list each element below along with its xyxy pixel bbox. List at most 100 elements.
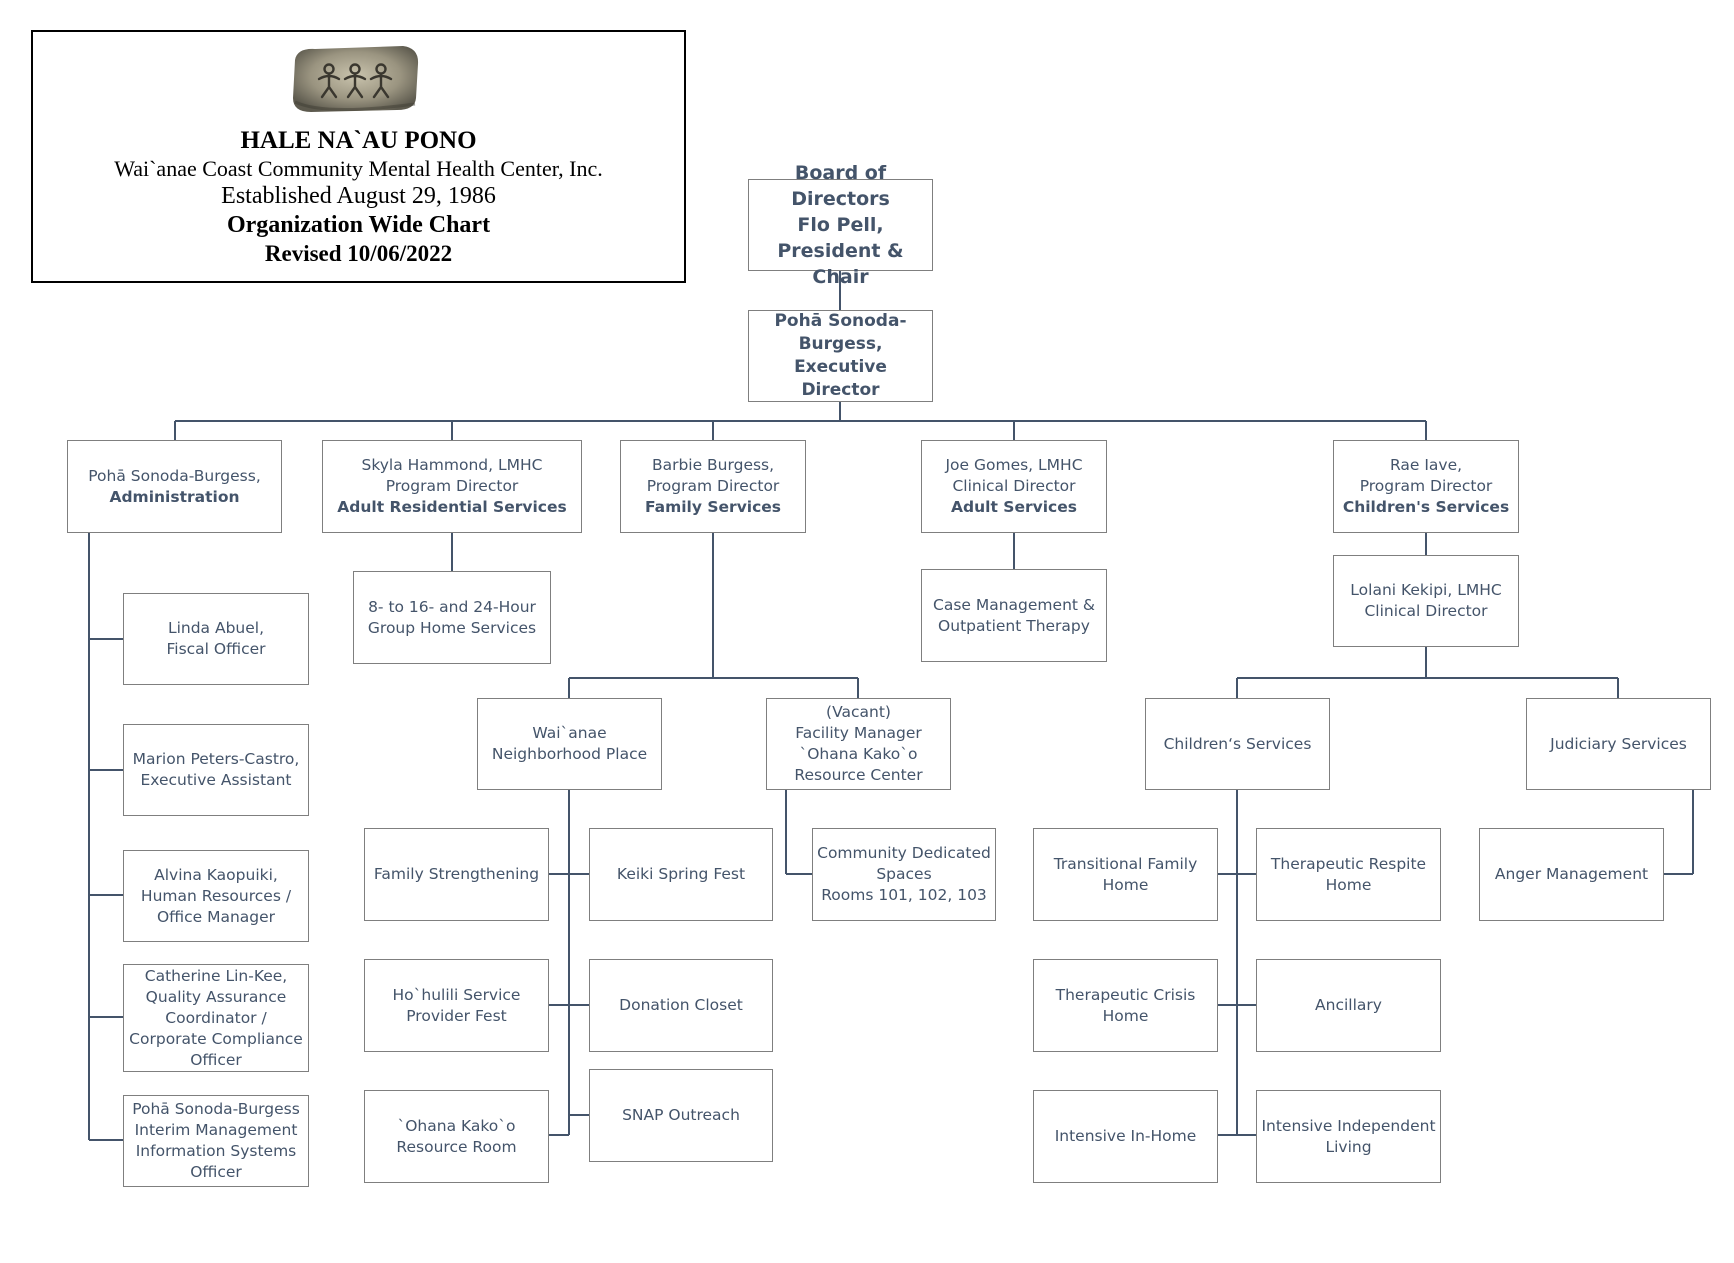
case-mgmt-line-1: Case Management & bbox=[933, 595, 1095, 614]
lolani-name: Lolani Kekipi, LMHC bbox=[1350, 581, 1502, 599]
tfh-line-1: Transitional Family bbox=[1053, 854, 1198, 873]
facility-manager-box: (Vacant) Facility Manager `Ohana Kako`o … bbox=[766, 698, 951, 790]
petroglyph-logo-icon bbox=[293, 46, 419, 112]
admin-staff-fiscal-box: Linda Abuel, Fiscal Officer bbox=[123, 593, 309, 685]
admin-name: Pohā Sonoda-Burgess, bbox=[88, 466, 261, 485]
exec-name-2: Burgess, bbox=[798, 334, 883, 354]
org-full-name: Wai`anae Coast Community Mental Health C… bbox=[114, 156, 603, 181]
facility-line-4: Resource Center bbox=[794, 766, 923, 784]
staff-line: Officer bbox=[190, 1163, 242, 1181]
family-name: Barbie Burgess, bbox=[651, 456, 775, 474]
group-home-line-2: Group Home Services bbox=[367, 618, 537, 637]
org-name: HALE NA`AU PONO bbox=[240, 127, 477, 154]
family-dept: Family Services bbox=[644, 498, 782, 516]
lolani-clinical-director-box: Lolani Kekipi, LMHC Clinical Director bbox=[1333, 555, 1519, 647]
ohana-room-line-2: Resource Room bbox=[396, 1137, 517, 1156]
donation-closet-box: Donation Closet bbox=[589, 959, 773, 1052]
facility-line-3: `Ohana Kako`o bbox=[799, 745, 918, 763]
therapeutic-respite-home-box: Therapeutic Respite Home bbox=[1256, 828, 1441, 921]
facility-line-1: (Vacant) bbox=[826, 703, 891, 721]
clinical-dept: Adult Services bbox=[951, 498, 1077, 516]
established-date: Established August 29, 1986 bbox=[221, 183, 496, 209]
intensive-independent-living-box: Intensive Independent Living bbox=[1256, 1090, 1441, 1183]
staff-line: Coordinator / bbox=[165, 1008, 267, 1027]
admin-staff-hr-box: Alvina Kaopuiki, Human Resources / Offic… bbox=[123, 850, 309, 942]
children-title: Program Director bbox=[1359, 477, 1493, 495]
exec-name-1: Pohā Sonoda- bbox=[774, 311, 907, 331]
executive-director-box: Pohā Sonoda- Burgess, Executive Director bbox=[748, 310, 933, 402]
admin-dept: Administration bbox=[109, 487, 240, 506]
childrens-services-box: Children‘s Services bbox=[1145, 698, 1330, 790]
adult-residential-box: Skyla Hammond, LMHC Program Director Adu… bbox=[322, 440, 582, 533]
staff-line: Fiscal Officer bbox=[166, 640, 266, 658]
snap-label: SNAP Outreach bbox=[622, 1106, 740, 1124]
group-home-line-1: 8- to 16- and 24-Hour bbox=[368, 597, 536, 616]
wnp-line-1: Wai`anae bbox=[532, 724, 607, 742]
staff-line: Alvina Kaopuiki, bbox=[154, 865, 278, 884]
adult-res-dept: Adult Residential Services bbox=[337, 498, 567, 516]
facility-line-2: Facility Manager bbox=[795, 724, 922, 742]
administration-box: Pohā Sonoda-Burgess, Administration bbox=[67, 440, 282, 533]
community-line-2: Spaces bbox=[876, 865, 932, 883]
admin-staff-mis-box: Pohā Sonoda-Burgess Interim Management I… bbox=[123, 1095, 309, 1187]
hohulili-line-2: Provider Fest bbox=[406, 1006, 507, 1025]
clinical-name: Joe Gomes, LMHC bbox=[945, 456, 1083, 474]
staff-line: Human Resources / bbox=[140, 886, 292, 905]
staff-line: Quality Assurance bbox=[145, 987, 287, 1006]
intensive-living-line-2: Living bbox=[1325, 1137, 1372, 1156]
keiki-label: Keiki Spring Fest bbox=[616, 865, 746, 883]
children-name: Rae Iave, bbox=[1389, 456, 1463, 474]
anger-label: Anger Management bbox=[1494, 865, 1649, 883]
board-chair-title: President & Chair bbox=[777, 240, 904, 288]
board-of-directors-box: Board of Directors Flo Pell, President &… bbox=[748, 162, 933, 288]
adult-services-box: Joe Gomes, LMHC Clinical Director Adult … bbox=[921, 440, 1107, 533]
trh-line-1: Therapeutic Respite bbox=[1270, 854, 1427, 873]
clinical-title: Clinical Director bbox=[952, 477, 1076, 495]
keiki-spring-fest-box: Keiki Spring Fest bbox=[589, 828, 773, 921]
board-label: Board of Directors bbox=[791, 162, 890, 210]
tfh-line-2: Home bbox=[1102, 875, 1149, 894]
ancillary-box: Ancillary bbox=[1256, 959, 1441, 1052]
intensive-living-line-1: Intensive Independent bbox=[1261, 1116, 1436, 1135]
family-strengthening-box: Family Strengthening bbox=[364, 828, 549, 921]
family-strengthening-label: Family Strengthening bbox=[373, 865, 540, 883]
exec-title: Executive Director bbox=[794, 357, 887, 400]
staff-line: Corporate Compliance bbox=[129, 1029, 303, 1048]
staff-line: Linda Abuel, bbox=[167, 619, 265, 637]
family-services-box: Barbie Burgess, Program Director Family … bbox=[620, 440, 806, 533]
chart-title: Organization Wide Chart bbox=[226, 212, 491, 238]
revised-date: Revised 10/06/2022 bbox=[264, 241, 453, 266]
wnp-line-2: Neighborhood Place bbox=[491, 745, 648, 763]
community-line-1: Community Dedicated bbox=[817, 844, 991, 862]
staff-line: Officer bbox=[190, 1050, 242, 1069]
community-dedicated-spaces-box: Community Dedicated Spaces Rooms 101, 10… bbox=[812, 828, 996, 921]
staff-line: Office Manager bbox=[156, 907, 276, 926]
staff-line: Catherine Lin-Kee, bbox=[144, 966, 288, 985]
adult-res-title: Program Director bbox=[385, 477, 519, 495]
family-title: Program Director bbox=[646, 477, 780, 495]
judiciary-label: Judiciary Services bbox=[1550, 734, 1687, 753]
waianae-neighborhood-place-box: Wai`anae Neighborhood Place bbox=[477, 698, 662, 790]
donation-label: Donation Closet bbox=[619, 996, 743, 1014]
lolani-title: Clinical Director bbox=[1364, 602, 1488, 620]
adult-res-name: Skyla Hammond, LMHC bbox=[361, 456, 543, 474]
transitional-family-home-box: Transitional Family Home bbox=[1033, 828, 1218, 921]
childrens-services-director-box: Rae Iave, Program Director Children's Se… bbox=[1333, 440, 1519, 533]
community-line-3: Rooms 101, 102, 103 bbox=[821, 886, 987, 904]
intensive-in-home-box: Intensive In-Home bbox=[1033, 1090, 1218, 1183]
tch-line-1: Therapeutic Crisis bbox=[1055, 985, 1196, 1004]
judiciary-services-box: Judiciary Services bbox=[1526, 698, 1711, 790]
admin-staff-exec-assistant-box: Marion Peters-Castro, Executive Assistan… bbox=[123, 724, 309, 816]
ohana-resource-room-box: `Ohana Kako`o Resource Room bbox=[364, 1090, 549, 1183]
trh-line-2: Home bbox=[1325, 875, 1372, 894]
ohana-room-line-1: `Ohana Kako`o bbox=[397, 1116, 516, 1135]
staff-line: Information Systems bbox=[135, 1142, 297, 1160]
tch-line-2: Home bbox=[1102, 1006, 1149, 1025]
case-management-box: Case Management & Outpatient Therapy bbox=[921, 569, 1107, 662]
board-chair-name: Flo Pell, bbox=[797, 214, 884, 236]
snap-outreach-box: SNAP Outreach bbox=[589, 1069, 773, 1162]
group-home-box: 8- to 16- and 24-Hour Group Home Service… bbox=[353, 571, 551, 664]
therapeutic-crisis-home-box: Therapeutic Crisis Home bbox=[1033, 959, 1218, 1052]
